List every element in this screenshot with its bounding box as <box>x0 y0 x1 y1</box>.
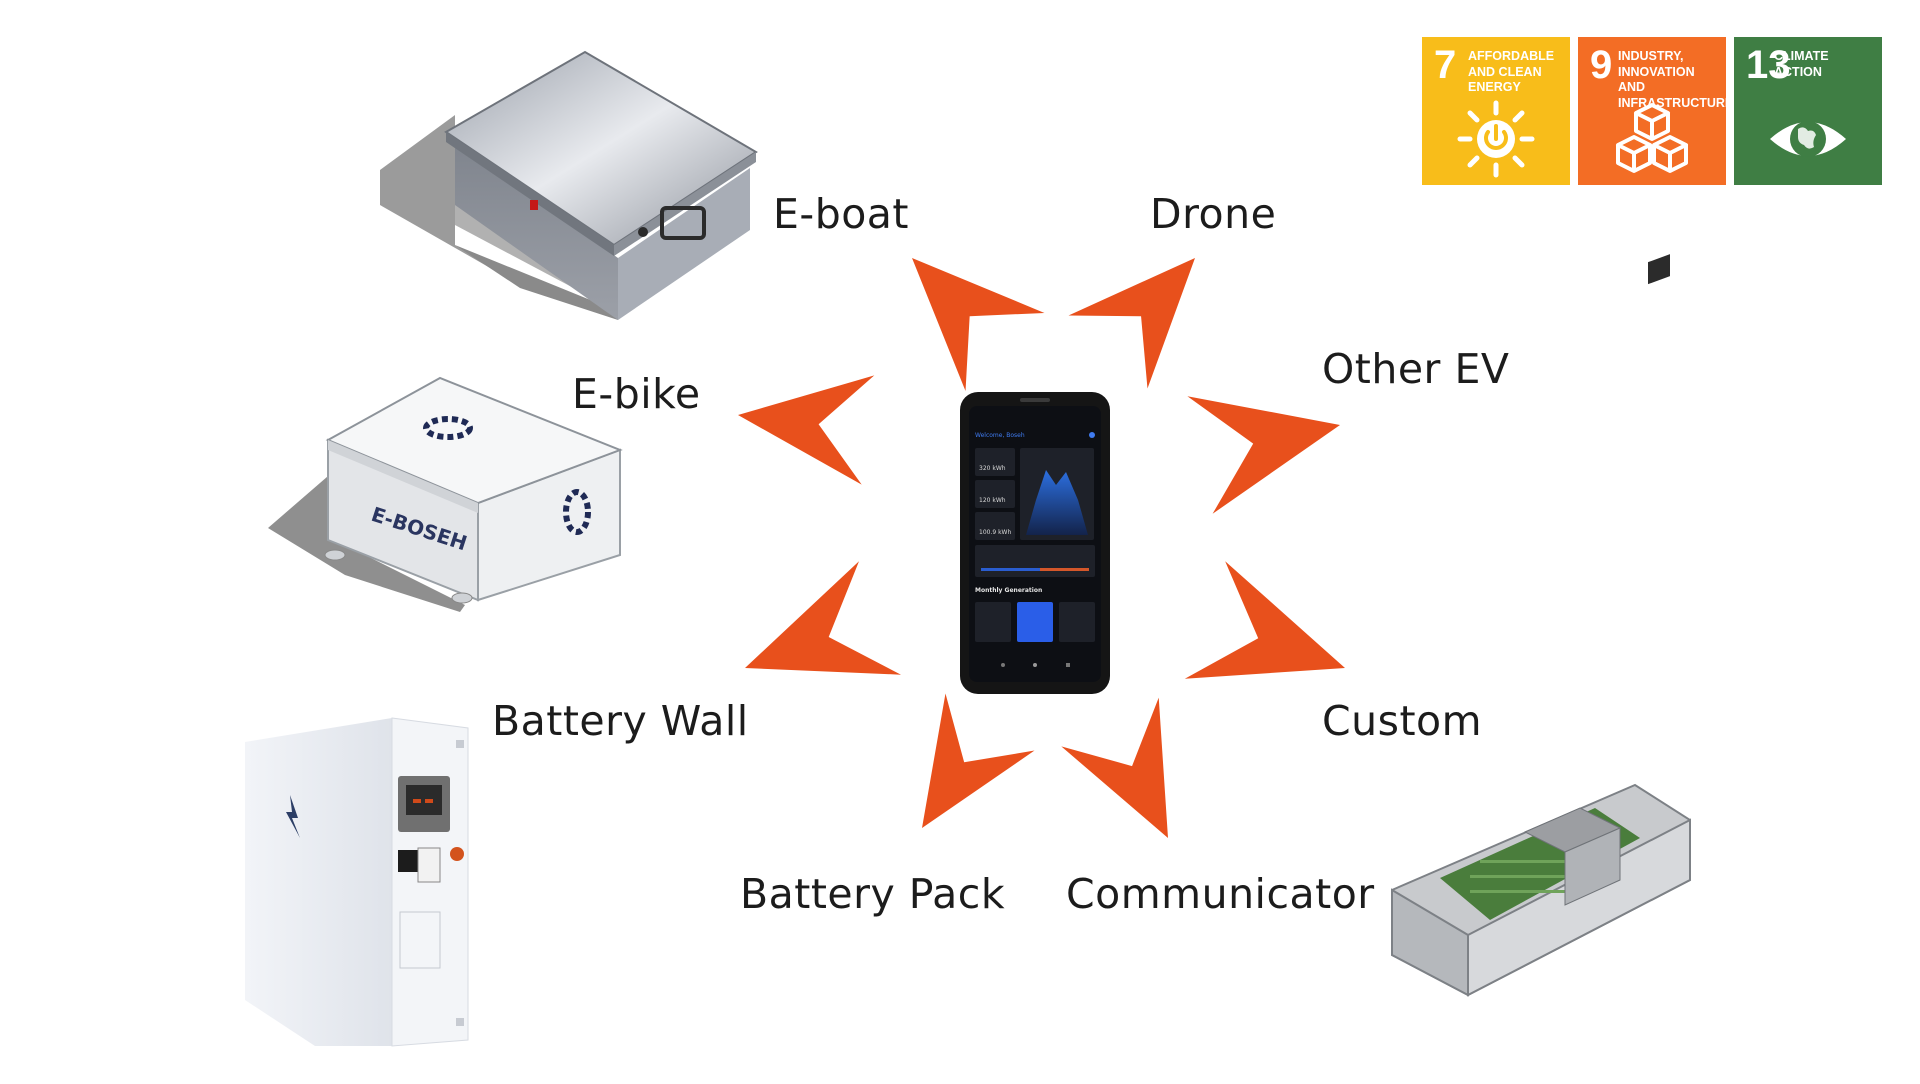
label-battery-pack: Battery Pack <box>740 870 1006 918</box>
sdg-13-number: 13 <box>1746 43 1791 87</box>
svg-text:120 kWh: 120 kWh <box>979 497 1006 504</box>
ebike-battery-image: E-BOSEH <box>268 376 623 612</box>
arrow-ebike <box>738 375 875 485</box>
arrow-battery-wall <box>745 561 901 675</box>
sdg-7-tile: 7 AFFORDABLE AND CLEAN ENERGY <box>1422 37 1570 185</box>
arrow-battery-pack <box>922 693 1035 828</box>
sdg-9-title: INDUSTRY, INNOVATION AND INFRASTRUCTURE <box>1618 49 1734 110</box>
sun-power-icon <box>1457 100 1535 178</box>
sdg-7-number: 7 <box>1434 43 1457 87</box>
arrow-custom <box>1184 561 1345 679</box>
arrow-other-ev <box>1187 396 1340 514</box>
arrow-drone <box>1068 258 1195 389</box>
svg-text:320 kWh: 320 kWh <box>979 465 1006 472</box>
arrow-communicator <box>1061 697 1168 838</box>
sdg-13-title: CLIMATE ACTION <box>1774 49 1829 79</box>
svg-text:Monthly Generation: Monthly Generation <box>975 587 1042 594</box>
battery-wall-image <box>245 717 469 1047</box>
earth-eye-icon <box>1770 121 1846 157</box>
svg-text:Welcome, Boseh: Welcome, Boseh <box>975 432 1025 439</box>
cubes-icon <box>1616 103 1688 173</box>
sdg-9-tile: 9 INDUSTRY, INNOVATION AND INFRASTRUCTUR… <box>1578 37 1734 185</box>
communicator-image <box>1391 254 1691 997</box>
label-ebike: E-bike <box>572 370 701 418</box>
eboat-battery-image <box>380 50 758 320</box>
arrow-group <box>738 258 1345 838</box>
svg-text:100.9 kWh: 100.9 kWh <box>979 529 1011 536</box>
label-drone: Drone <box>1150 190 1277 238</box>
sdg-13-tile: 13 CLIMATE ACTION <box>1734 37 1882 185</box>
phone-app-image: Welcome, Boseh 320 kWh 120 kWh 100.9 kWh… <box>960 392 1110 694</box>
arrow-eboat <box>912 258 1045 392</box>
label-other-ev: Other EV <box>1322 345 1510 393</box>
label-custom: Custom <box>1322 697 1483 745</box>
sdg-7-title: AFFORDABLE AND CLEAN ENERGY <box>1468 49 1555 95</box>
sdg-9-number: 9 <box>1590 43 1613 87</box>
label-eboat: E-boat <box>773 190 910 238</box>
label-communicator: Communicator <box>1066 870 1375 918</box>
label-battery-wall: Battery Wall <box>492 697 749 745</box>
